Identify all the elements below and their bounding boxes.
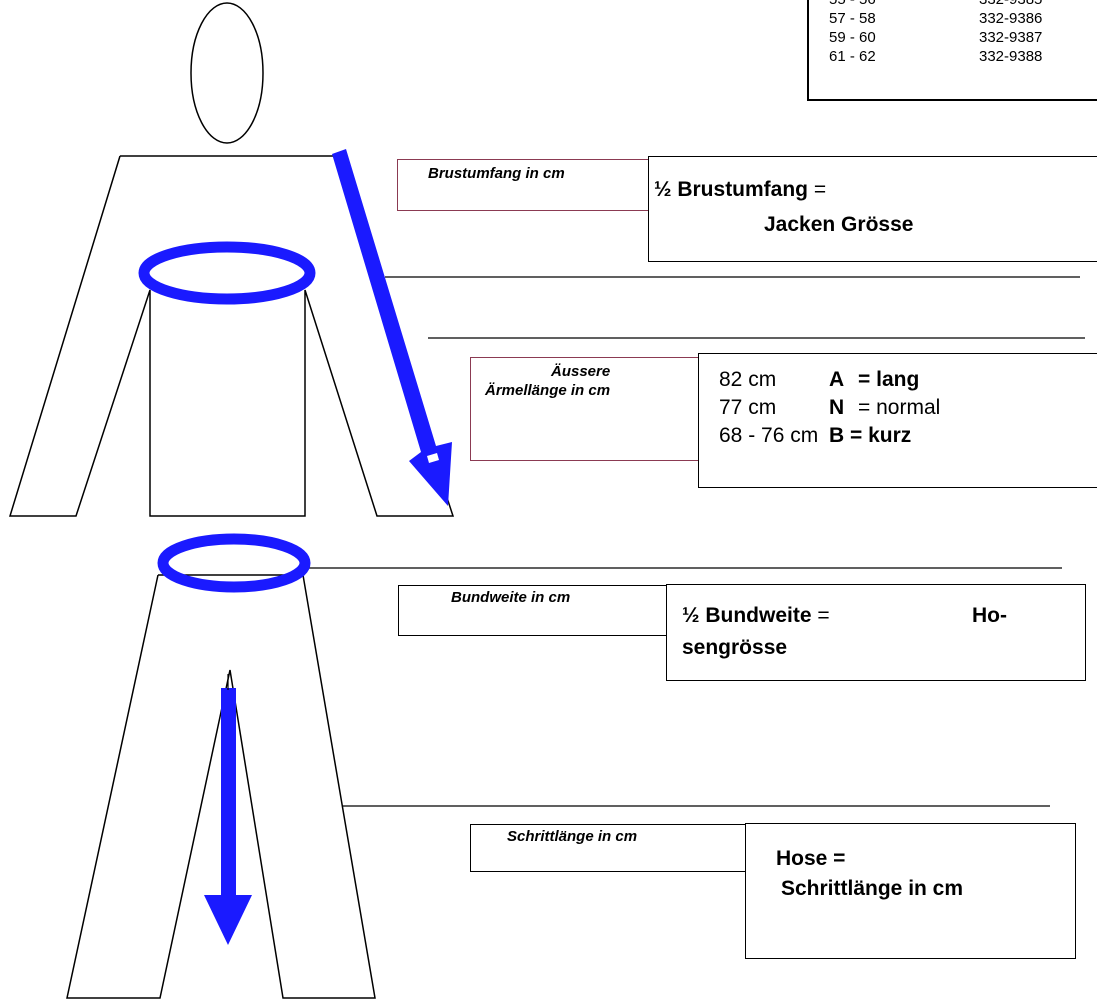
size-table: 55 - 56 332-9385 57 - 58 332-9386 59 - 6… <box>829 0 1042 66</box>
inseam-note-line2: Schrittlänge in cm <box>781 877 964 900</box>
sleeve-label-line2: Ärmellänge in cm <box>485 382 611 399</box>
sleeve-label-box: Äussere Ärmellänge in cm <box>470 357 700 461</box>
waist-formula-line2: sengrösse <box>682 636 788 659</box>
head-outline <box>190 2 264 144</box>
sleeve-label-line1: Äussere <box>551 363 611 380</box>
table-row: 55 - 56 332-9385 <box>829 0 1042 9</box>
article-number: 332-9388 <box>979 48 1043 65</box>
chest-formula-box: ½ Brustumfang = Jacken Grösse <box>648 156 1097 262</box>
article-number: 332-9385 <box>979 0 1042 9</box>
article-number: 332-9386 <box>979 10 1043 27</box>
size-range: 61 - 62 <box>829 48 876 65</box>
table-row: 61 - 62 332-9388 <box>829 47 1042 66</box>
waist-label-box: Bundweite in cm <box>398 585 668 636</box>
inseam-label-box: Schrittlänge in cm <box>470 824 746 872</box>
inseam-note-line1: Hose = <box>776 847 846 870</box>
table-row: 57 - 58 332-9386 <box>829 9 1042 28</box>
size-range: 59 - 60 <box>829 29 876 46</box>
sleeve-arrow-notch <box>427 453 439 463</box>
size-range: 55 - 56 <box>829 0 979 9</box>
waist-label: Bundweite in cm <box>451 589 571 606</box>
chest-label-box: Brustumfang in cm <box>397 159 649 211</box>
chest-formula-line1: ½ Brustumfang = <box>654 178 827 201</box>
article-number: 332-9387 <box>979 29 1043 46</box>
chest-label: Brustumfang in cm <box>428 165 565 182</box>
waist-ring <box>157 533 311 593</box>
sleeve-arrow <box>332 149 452 506</box>
inseam-label: Schrittlänge in cm <box>507 828 638 845</box>
trousers-outline <box>66 574 376 999</box>
size-range: 57 - 58 <box>829 10 876 27</box>
waist-formula-line1: ½ Bundweite = Ho- <box>682 604 1007 627</box>
size-table-box: 55 - 56 332-9385 57 - 58 332-9386 59 - 6… <box>807 0 1097 101</box>
inseam-arrow <box>204 688 252 945</box>
chest-formula-line2: Jacken Grösse <box>764 213 914 236</box>
waist-formula-box: ½ Bundweite = Ho- sengrösse <box>666 584 1086 681</box>
chest-ring <box>138 241 316 305</box>
inseam-note-box: Hose = Schrittlänge in cm <box>745 823 1076 959</box>
table-row: 59 - 60 332-9387 <box>829 28 1042 47</box>
